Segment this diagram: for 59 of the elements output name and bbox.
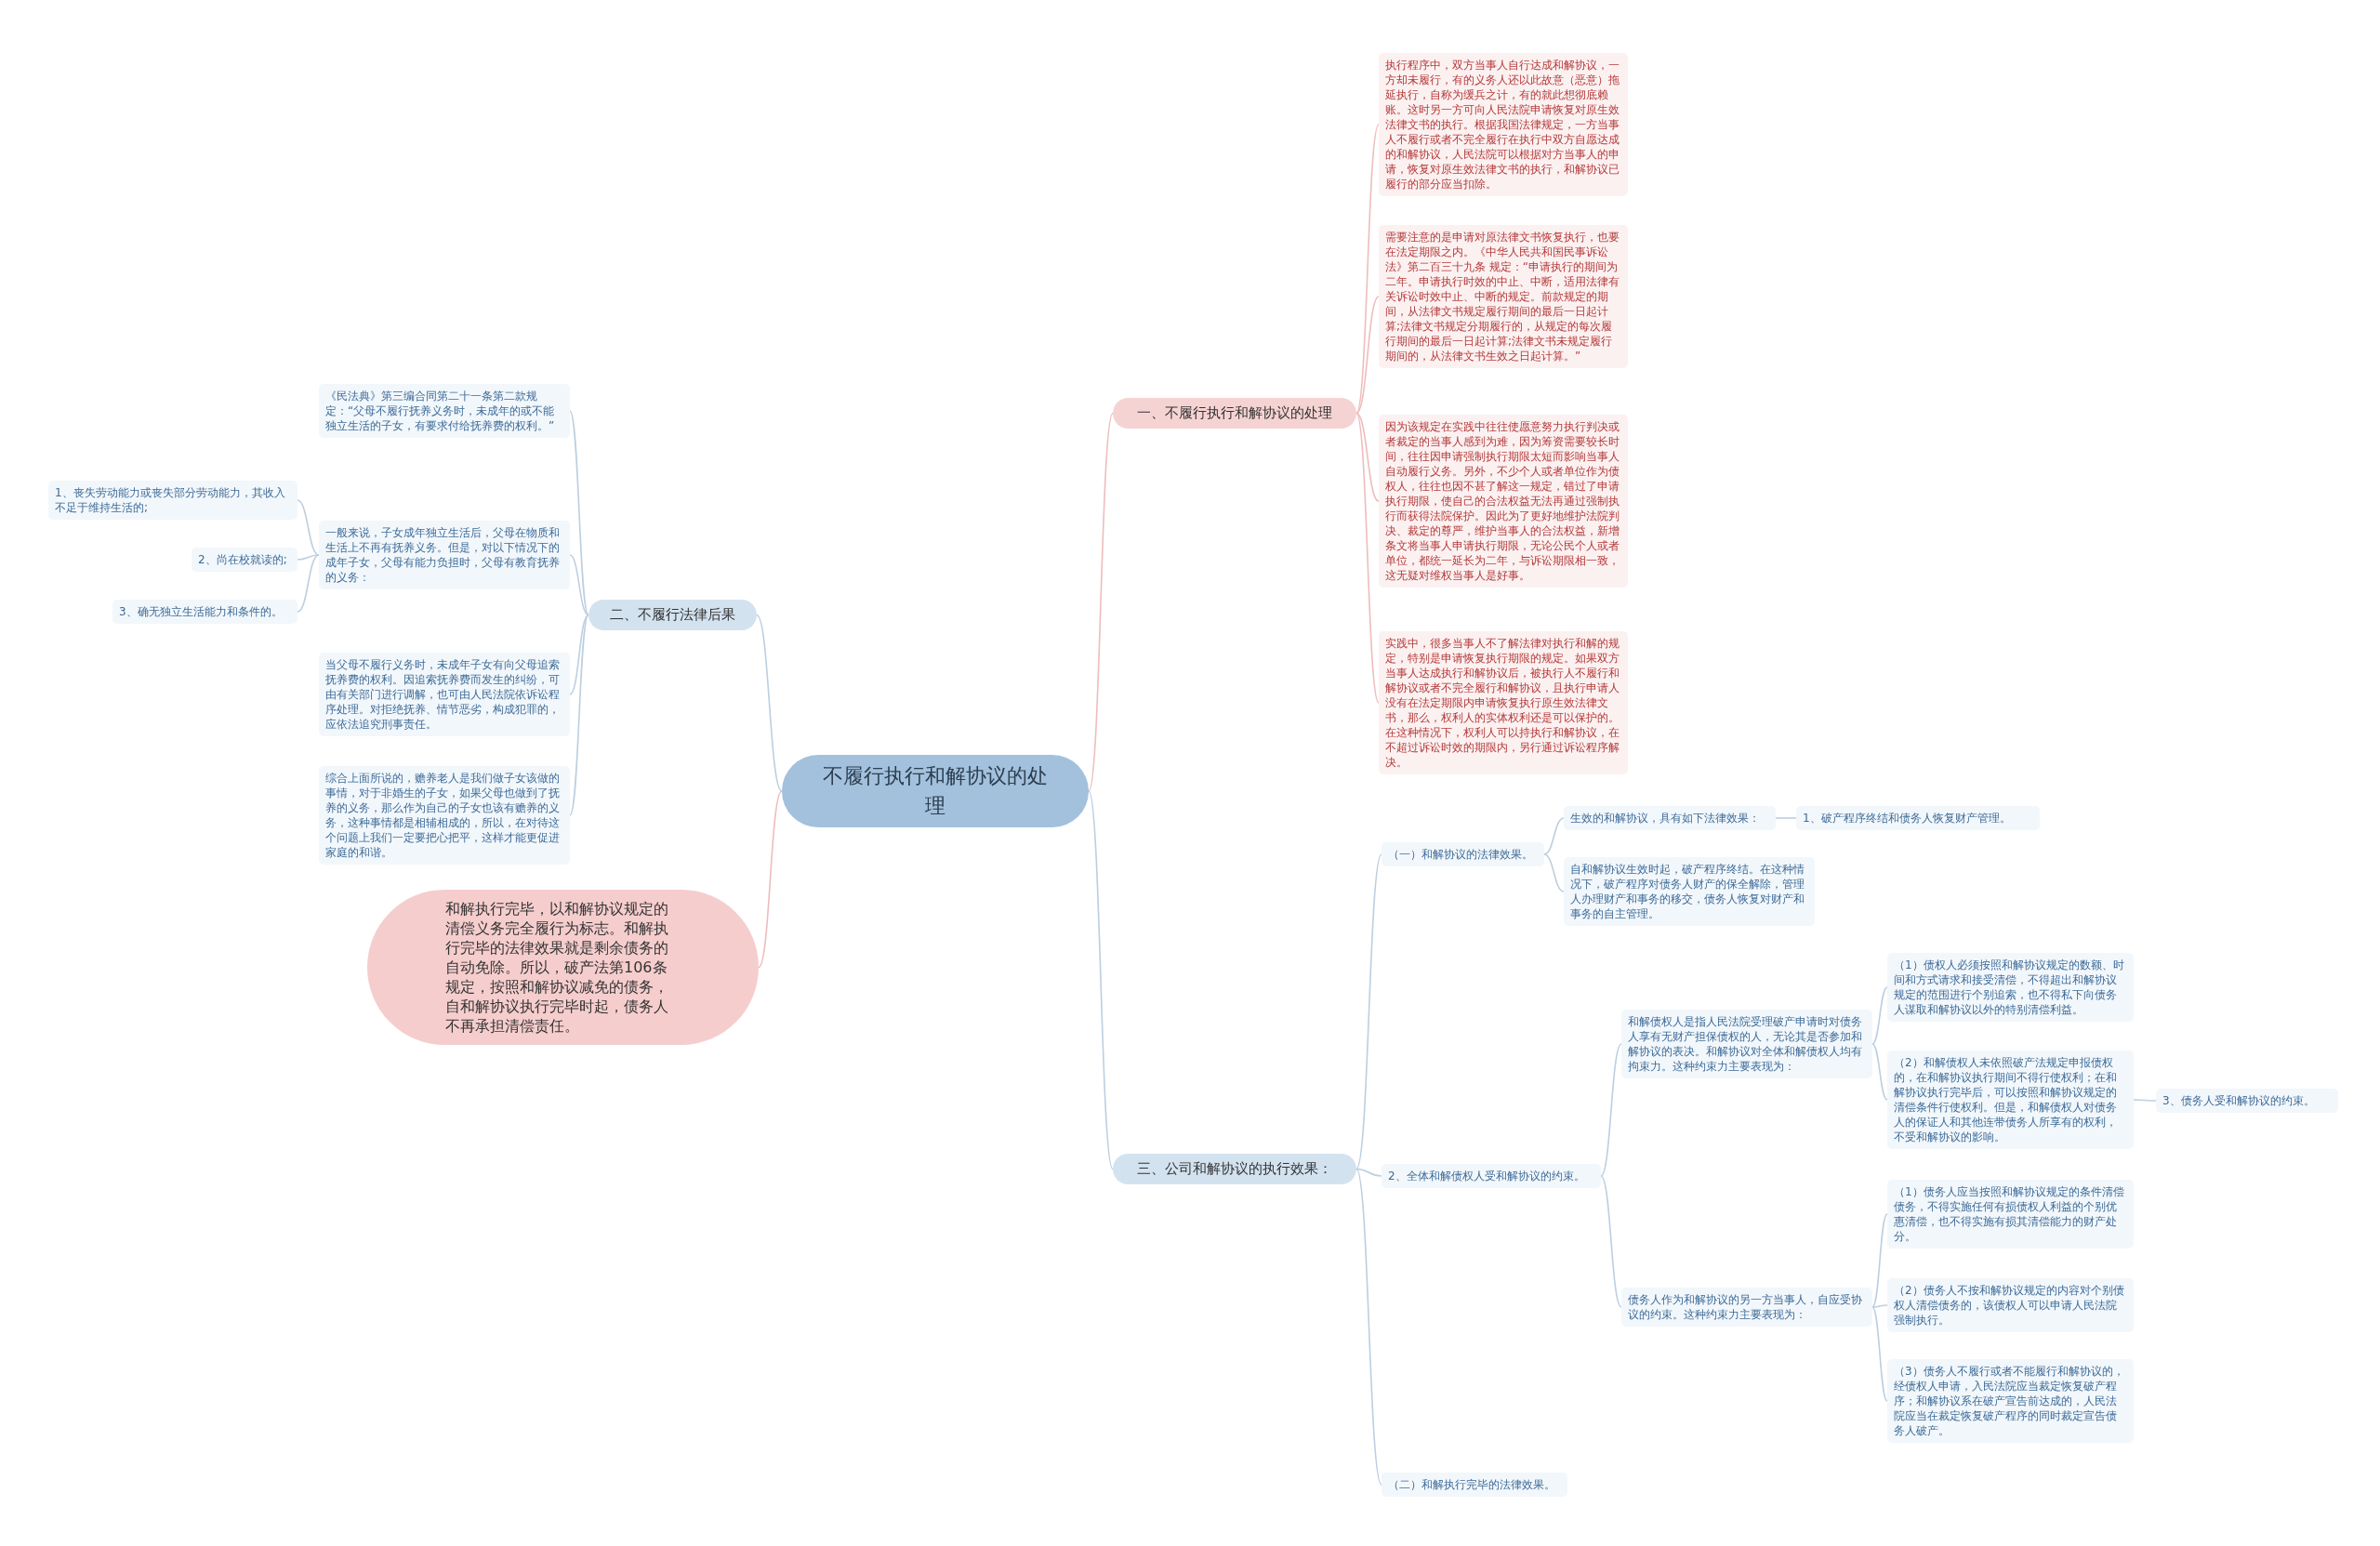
connector-line [1355,412,1380,502]
connector-line [569,614,589,695]
connector-line [1355,412,1380,704]
text-card: 自和解协议生效时起，破产程序终结。在这种情况下，破产程序对债务人财产的保全解除，管理人办理财产和事务的移交，债务人恢复对财产和事务的自主管理。 [1564,857,1815,926]
text-card: （一）和解协议的法律效果。 [1382,842,1544,866]
connector-line [1871,1304,1888,1308]
connector-line [1600,1175,1622,1308]
text-card: 因为该规定在实践中往往使愿意努力执行判决或者裁定的当事人感到为难，因为筹资需要较长时间，往往因申请强制执行期限太短而影响当事人自动履行义务。另外，不少个人或者单位作为债权人，往往也因不甚了解这一规定，错过了申请执行期限，使自己的合法权益无法再通过强制执行而获得法院保护。因此为了更好地维护法院判决、裁定的尊严，维护当事人的合法权益，新增条文将当事人申请执行期限，无论公民个人或者单位，都统一延长为二年，与诉讼期限相一致，这无疑对维权当事人是好事。 [1379,415,1628,588]
text-card: 2、全体和解债权人受和解协议的约束。 [1382,1164,1601,1188]
connector-line [1600,1043,1622,1177]
central-topic: 不履行执行和解协议的处理 [782,755,1089,827]
text-card: 3、债务人受和解协议的约束。 [2156,1089,2338,1113]
text-card: 1、丧失劳动能力或丧失部分劳动能力，其收入不足于维持生活的; [48,481,298,520]
connector-line [1871,1213,1888,1308]
connector-line [1871,1043,1888,1101]
text-card: 和解债权人是指人民法院受理破产申请时对债务人享有无财产担保债权的人，无论其是否参加和解协议的表决。和解协议对全体和解债权人均有拘束力。这种约束力主要表现为： [1621,1010,1872,1078]
connector-line [1355,1168,1382,1486]
connector-line [2133,1099,2157,1102]
connector-line [1543,853,1565,892]
connector-line [297,554,320,561]
connector-line [1088,790,1114,1170]
connector-line [1355,296,1380,415]
connector-line [569,410,589,616]
text-card: 需要注意的是申请对原法律文书恢复执行，也要在法定期限之内。《中华人民共和国民事诉讼法》第二百三十九条 规定：“申请执行的期间为二年。申请执行时效的中止、中断，适用法律有关诉讼时效中止、中断的规定。前款规定的期间，从法律文书规定履行期间的最后一日起计算;法律文书规定分期履行的，从规定的每次履行期间的最后一日起计算;法律文书未规定履行期间的，从法律文书生效之日起计算。” [1379,225,1628,368]
connector-line [1871,1306,1888,1402]
connector-line [758,790,783,969]
text-card: （2）和解债权人未依照破产法规定申报债权的，在和解协议执行期间不得行使权利；在和解协议执行完毕后，可以按照和解协议规定的清偿条件行使权利。但是，和解债权人对债务人的保证人和其他连带债务人所享有的权利，不受和解协议的影响。 [1887,1050,2134,1149]
connector-line [756,614,783,792]
connector-line [297,554,320,613]
text-card: 《民法典》第三编合同第二十一条第二款规定：“父母不履行抚养义务时，未成年的或不能独立生活的子女，有要求付给抚养费的权利。” [319,384,570,438]
connector-line [569,554,589,616]
text-card: 实践中，很多当事人不了解法律对执行和解的规定，特别是申请恢复执行期限的规定。如果双方当事人达成执行和解协议后，被执行人不履行和解协议或者不完全履行和解协议，且执行申请人没有在法定期限内申请恢复执行原生效法律文书，那么，权利人的实体权利还是可以保护的。在这种情况下，权利人可以持执行和解协议，在不超过诉讼时效的期限内，另行通过诉讼程序解决。 [1379,631,1628,774]
text-card: 综合上面所说的，赡养老人是我们做子女该做的事情，对于非婚生的子女，如果父母也做到了抚养的义务，那么作为自己的子女也该有赡养的义务，这种事情都是相辅相成的，所以，在对待这个问题上我们一定要把心把平，这样才能更促进家庭的和谐。 [319,766,570,865]
text-card: 3、确无独立生活能力和条件的。 [112,600,298,624]
text-card: （1）债权人必须按照和解协议规定的数额、时间和方式请求和接受清偿，不得超出和解协议规定的范围进行个别追索，也不得私下向债务人谋取和解协议以外的特别清偿利益。 [1887,953,2134,1022]
text-card: （二）和解执行完毕的法律效果。 [1382,1473,1567,1497]
connector-line [1543,817,1565,855]
branch-topic: 一、不履行执行和解协议的处理 [1113,398,1356,429]
text-card: 2、尚在校就读的; [192,548,298,572]
text-card: 债务人作为和解协议的另一方当事人，自应受协议的约束。这种约束力主要表现为： [1621,1288,1872,1327]
text-card: （2）债务人不按和解协议规定的内容对个别债权人清偿债务的，该债权人可以申请人民法院强制执行。 [1887,1278,2134,1332]
connector-line [1355,853,1382,1170]
connector-line [297,499,320,556]
branch-topic: 三、公司和解协议的执行效果： [1113,1154,1356,1184]
text-card: （1）债务人应当按照和解协议规定的条件清偿债务，不得实施任何有损债权人利益的个别优惠清偿，也不得实施有损其清偿能力的财产处分。 [1887,1180,2134,1249]
connector-line [1355,1168,1382,1177]
connector-line [569,614,589,816]
connector-line [1775,817,1797,819]
connector-line [1355,124,1380,415]
connector-line [1871,986,1888,1045]
connector-line [1088,412,1114,792]
branch-topic: 二、不履行法律后果 [588,600,757,630]
text-card: 执行程序中，双方当事人自行达成和解协议，一方却未履行，有的义务人还以此故意（恶意）拖延执行，自称为缓兵之计，有的就此想彻底赖账。这时另一方可向人民法院申请恢复对原生效法律文书的执行。根据我国法律规定，一方当事人不履行或者不完全履行在执行中双方自愿达成的和解协议，人民法院可以根据对方当事人的申请，恢复对原生效法律文书的执行，和解协议已履行的部分应当扣除。 [1379,53,1628,196]
text-card: 一般来说，子女成年独立生活后，父母在物质和生活上不再有抚养义务。但是，对以下情况下的成年子女，父母有能力负担时，父母有教育抚养的义务： [319,521,570,589]
text-card: 当父母不履行义务时，未成年子女有向父母追索抚养费的权利。因追索抚养费而发生的纠纷，可由有关部门进行调解，也可由人民法院依诉讼程序处理。对拒绝抚养、情节恶劣，构成犯罪的，应依法追究刑事责任。 [319,653,570,736]
summary-bubble: 和解执行完毕，以和解协议规定的清偿义务完全履行为标志。和解执行完毕的法律效果就是剩余债务的自动免除。所以，破产法第106条规定，按照和解协议减免的债务，自和解协议执行完毕时起，债务人不再承担清偿责任。 [367,890,759,1045]
text-card: （3）债务人不履行或者不能履行和解协议的，经债权人申请，入民法院应当裁定恢复破产程序；和解协议系在破产宣告前达成的，人民法院应当在裁定恢复破产程序的同时裁定宣告债务人破产。 [1887,1359,2134,1443]
text-card: 1、破产程序终结和债务人恢复财产管理。 [1796,806,2040,830]
text-card: 生效的和解协议，具有如下法律效果： [1564,806,1776,830]
